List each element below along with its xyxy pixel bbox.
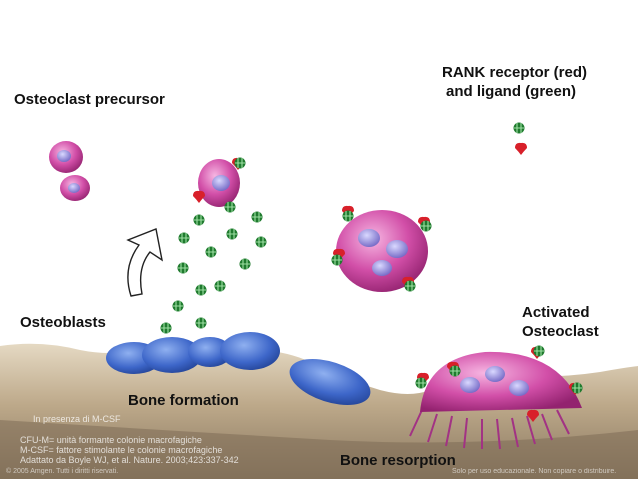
precursor-cells [49,141,247,207]
label-activated: Activated [522,304,590,321]
footnote-reference: Adattato da Boyle WJ, et al. Nature. 200… [20,455,239,465]
osteoblast-cluster [106,332,371,406]
label-rank-receptor: RANK receptor (red) [442,64,588,81]
label-osteoclast: Osteoclast [522,323,599,340]
footnote-copyright: © 2005 Amgen. Tutti i diritti riservati. [6,468,119,475]
footnote-right: Solo per uso educazionale. Non copiare o… [452,468,617,475]
label-bone-formation: Bone formation [128,392,239,409]
curved-arrow-icon [126,228,164,297]
label-osteoclast-precursor: Osteoclast precursor [14,91,165,108]
activated-osteoclast-floating [330,205,433,293]
footnote-mcsf-definition: M-CSF= fattore stimolante le colonie mac… [20,445,223,455]
footnote-cfu: CFU-M= unità formante colonie macrofagic… [20,435,202,445]
label-osteoblasts: Osteoblasts [20,314,106,331]
activated-osteoclast-bone [409,344,584,450]
footnote-mcsf: In presenza di M-CSF [33,414,121,424]
ligand-cloud [159,200,268,335]
label-bone-resorption: Bone resorption [340,452,456,469]
label-ligand: and ligand (green) [446,83,577,100]
